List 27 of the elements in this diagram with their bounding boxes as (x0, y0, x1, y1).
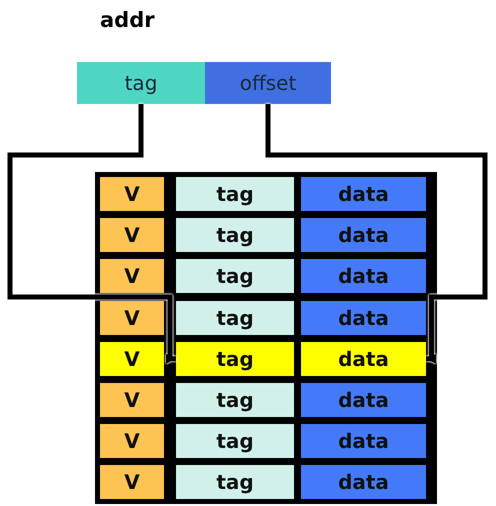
data-cell: data (301, 177, 426, 211)
tag-cell: tag (176, 218, 294, 252)
data-cell: data (301, 342, 426, 376)
tag-cell: tag (176, 300, 294, 335)
valid-bit-cell: V (100, 259, 164, 294)
valid-bit-cell: V (100, 177, 164, 211)
valid-bit-cell: V (100, 300, 164, 335)
tag-cell: tag (176, 259, 294, 294)
tag-cell: tag (176, 342, 294, 376)
data-cell: data (301, 259, 426, 294)
tag-cell: tag (176, 177, 294, 211)
valid-bit-cell: V (100, 383, 164, 417)
valid-bit-cell: V (100, 424, 164, 458)
valid-bit-cell: V (100, 465, 164, 500)
data-cell: data (301, 465, 426, 500)
tag-cell: tag (176, 465, 294, 500)
address-field: tag (77, 62, 205, 104)
data-cell: data (301, 424, 426, 458)
data-cell: data (301, 300, 426, 335)
data-cell: data (301, 383, 426, 417)
diagram-title: addr (100, 8, 155, 32)
address-field: offset (205, 62, 331, 104)
valid-bit-cell: V (100, 342, 164, 376)
valid-bit-cell: V (100, 218, 164, 252)
tag-cell: tag (176, 424, 294, 458)
data-cell: data (301, 218, 426, 252)
tag-cell: tag (176, 383, 294, 417)
